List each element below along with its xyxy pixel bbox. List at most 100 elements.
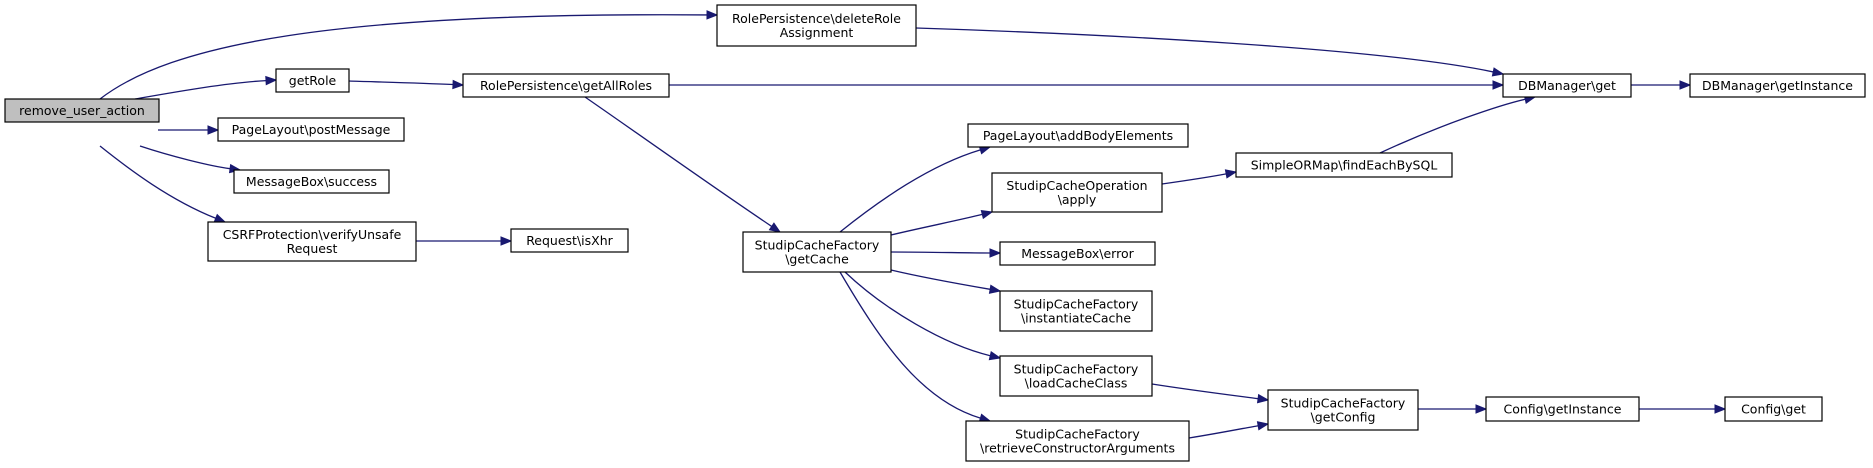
node-label: StudipCacheFactory	[1015, 427, 1140, 442]
node-dbget[interactable]: DBManager\get	[1502, 73, 1632, 98]
node-box	[4, 98, 160, 123]
node-error[interactable]: MessageBox\error	[999, 241, 1156, 266]
edge-remove_user_action-to-verifyUnsafe	[99, 145, 227, 223]
edge-dbget-to-dbgetInstance	[1631, 80, 1692, 90]
node-label: SimpleORMap\findEachBySQL	[1251, 158, 1438, 173]
node-getCache[interactable]: StudipCacheFactory\getCache	[742, 231, 892, 273]
node-label: \loadCacheClass	[1025, 376, 1128, 391]
node-loadCache[interactable]: StudipCacheFactory\loadCacheClass	[999, 355, 1153, 397]
node-label: MessageBox\error	[1021, 246, 1134, 261]
edge-getCache-to-addBody	[839, 145, 992, 233]
node-label: \apply	[1058, 192, 1097, 207]
node-box	[207, 221, 417, 262]
arrowhead-icon	[1256, 393, 1270, 404]
node-label: DBManager\getInstance	[1702, 78, 1853, 93]
node-label: StudipCacheOperation	[1006, 178, 1147, 193]
node-label: Config\get	[1741, 402, 1806, 417]
edge-loadCache-to-getConfig	[1151, 383, 1270, 404]
edge-remove_user_action-to-success	[139, 145, 242, 174]
edge-apply-to-findEach	[1161, 169, 1238, 185]
arrowhead-icon	[1679, 80, 1692, 90]
edge-line	[1151, 383, 1259, 400]
node-label: StudipCacheFactory	[1014, 297, 1139, 312]
node-label: RolePersistence\getAllRoles	[480, 78, 652, 93]
node-label: \instantiateCache	[1021, 311, 1131, 326]
node-postMessage[interactable]: PageLayout\postMessage	[217, 117, 405, 142]
node-getRole[interactable]: getRole	[275, 68, 350, 93]
node-getConfig[interactable]: StudipCacheFactory\getConfig	[1267, 389, 1419, 431]
edge-layer	[99, 10, 1727, 439]
edge-configGetInstance-to-configGet	[1639, 404, 1727, 414]
node-label: Request	[287, 241, 338, 256]
edge-deleteRole-to-dbget	[915, 27, 1505, 77]
node-label: PageLayout\postMessage	[232, 122, 391, 137]
edge-line	[1188, 425, 1259, 439]
node-configGetInstance[interactable]: Config\getInstance	[1485, 396, 1640, 422]
arrowhead-icon	[1714, 404, 1727, 414]
node-box	[233, 169, 390, 194]
edge-verifyUnsafe-to-isXhr	[416, 236, 513, 246]
node-label: \retrieveConstructorArguments	[980, 441, 1175, 456]
node-layer: remove_user_action getRolePageLayout\post…	[4, 4, 1866, 462]
node-remove-user-action[interactable]: remove_user_action	[4, 98, 160, 123]
node-box	[999, 290, 1153, 332]
node-box	[999, 241, 1156, 266]
edge-getAllRoles-to-dbget	[669, 80, 1505, 90]
node-box	[965, 420, 1190, 462]
node-label: StudipCacheFactory	[1014, 362, 1139, 377]
node-box	[742, 231, 892, 273]
node-label: \getConfig	[1311, 410, 1376, 425]
edge-line	[1161, 173, 1227, 185]
node-success[interactable]: MessageBox\success	[233, 169, 390, 194]
node-label: StudipCacheFactory	[755, 238, 880, 253]
node-label: RolePersistence\deleteRole	[732, 11, 901, 26]
edge-line	[584, 96, 773, 227]
node-label: DBManager\get	[1518, 78, 1616, 93]
node-box	[217, 117, 405, 142]
node-isXhr[interactable]: Request\isXhr	[510, 228, 629, 253]
node-box	[1267, 389, 1419, 431]
node-label: getRole	[289, 73, 337, 88]
node-retrieve[interactable]: StudipCacheFactory\retrieveConstructorAr…	[965, 420, 1190, 462]
edge-retrieve-to-getConfig	[1188, 421, 1270, 439]
arrowhead-icon	[1256, 421, 1270, 431]
edge-getAllRoles-to-getCache	[584, 96, 782, 233]
edge-getRole-to-getAllRoles	[348, 79, 465, 90]
node-box	[1502, 73, 1632, 98]
node-apply[interactable]: StudipCacheOperation\apply	[991, 172, 1163, 213]
arrowhead-icon	[207, 125, 220, 135]
edge-line	[890, 213, 983, 236]
node-box	[1689, 73, 1866, 98]
arrowhead-icon	[988, 284, 1002, 294]
node-label: StudipCacheFactory	[1281, 396, 1406, 411]
edge-line	[99, 145, 216, 219]
node-addBody[interactable]: PageLayout\addBodyElements	[967, 123, 1189, 148]
node-box	[716, 4, 917, 47]
node-box	[462, 73, 670, 98]
node-box	[999, 355, 1153, 397]
edge-line	[839, 271, 981, 419]
node-findEach[interactable]: SimpleORMap\findEachBySQL	[1235, 152, 1453, 178]
node-label: MessageBox\success	[246, 174, 377, 189]
edge-getCache-to-loadCache	[844, 271, 1002, 361]
arrowhead-icon	[1491, 67, 1505, 77]
arrowhead-icon	[452, 79, 465, 90]
edge-line	[1379, 98, 1526, 154]
node-configGet[interactable]: Config\get	[1724, 396, 1823, 422]
node-label: CSRFProtection\verifyUnsafe	[223, 227, 402, 242]
edge-line	[99, 14, 708, 100]
edge-line	[915, 27, 1494, 73]
edge-getCache-to-instantiate	[890, 269, 1002, 294]
arrowhead-icon	[988, 350, 1002, 361]
edge-findEach-to-dbget	[1379, 94, 1537, 154]
arrowhead-icon	[1224, 169, 1238, 179]
node-dbgetInstance[interactable]: DBManager\getInstance	[1689, 73, 1866, 98]
edge-remove_user_action-to-deleteRole	[99, 10, 719, 100]
edge-line	[839, 149, 981, 233]
edge-getCache-to-apply	[890, 209, 994, 236]
node-instantiate[interactable]: StudipCacheFactory\instantiateCache	[999, 290, 1153, 332]
node-getAllRoles[interactable]: RolePersistence\getAllRoles	[462, 73, 670, 98]
